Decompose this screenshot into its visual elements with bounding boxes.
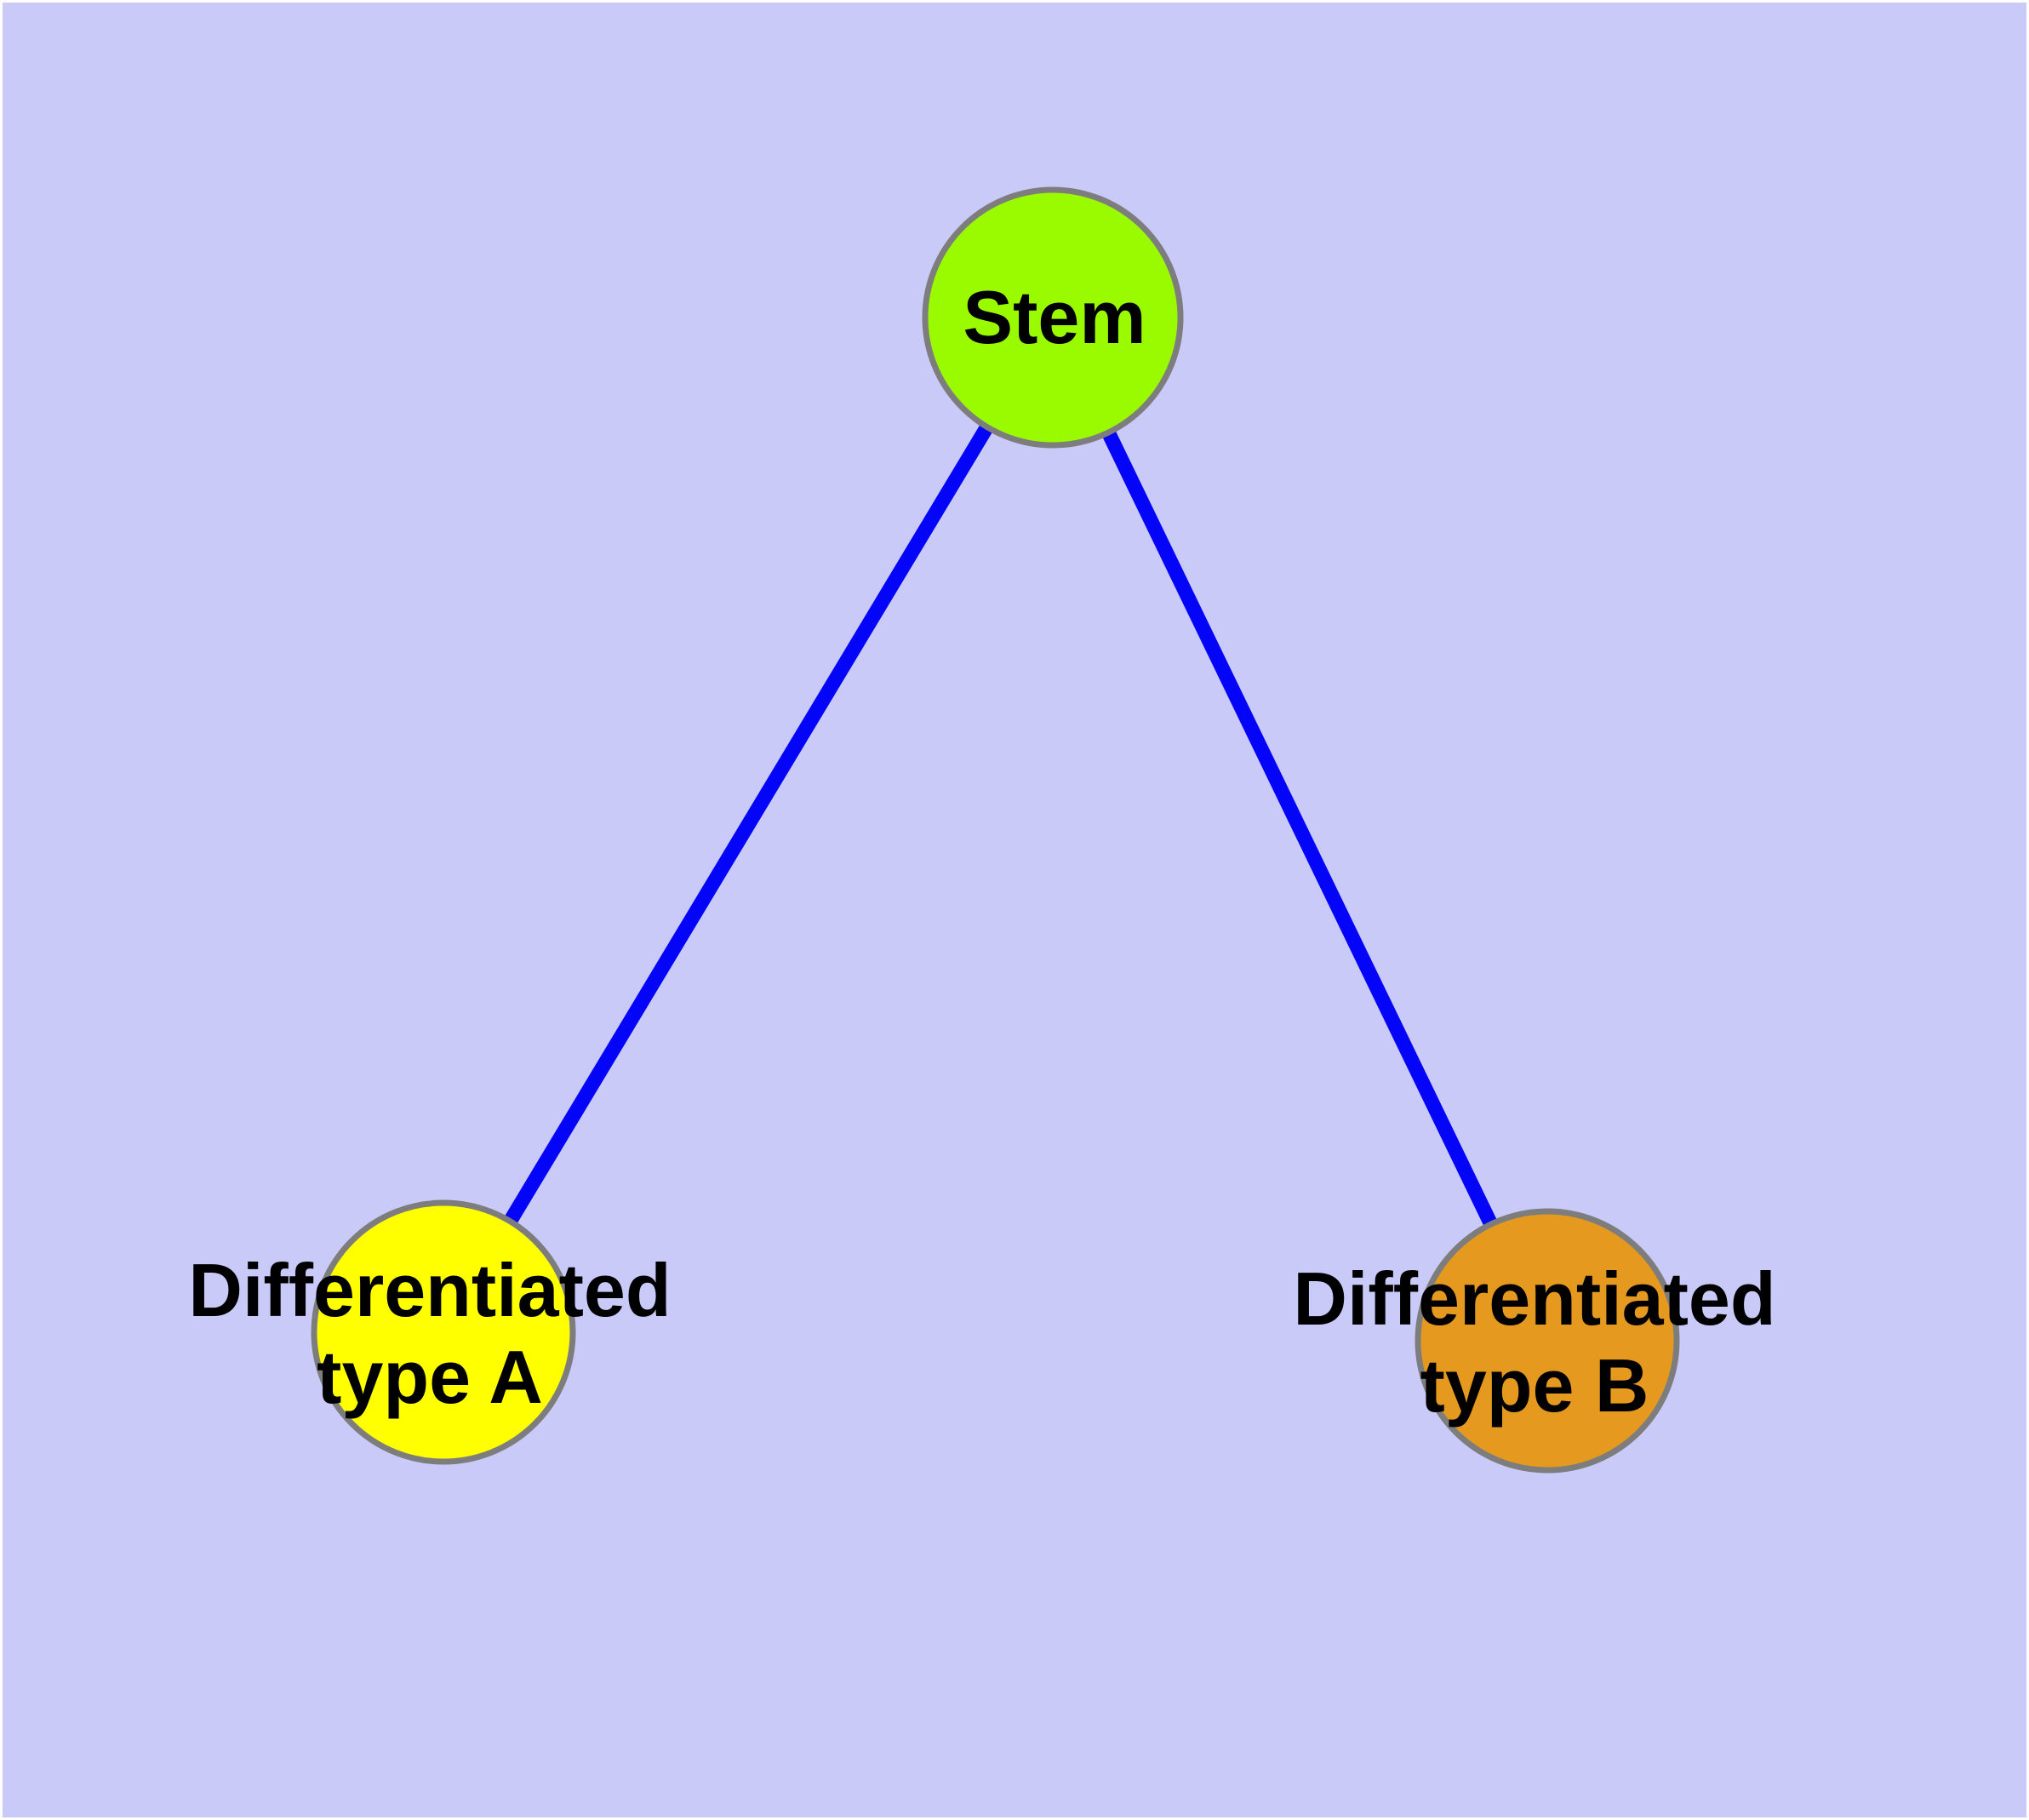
- node-label-stem-line: Stem: [963, 275, 1146, 359]
- node-stem: [922, 186, 1184, 449]
- node-label-type-a-line-2: type A: [317, 1335, 543, 1419]
- node-label-differentiated-type-a: Differentiated type A: [188, 1247, 671, 1421]
- node-differentiated-type-b: [1415, 1208, 1680, 1474]
- node-label-type-a-line-1: Differentiated: [188, 1248, 672, 1332]
- node-differentiated-type-a: [311, 1199, 576, 1465]
- node-label-differentiated-type-b: Differentiated type B: [1293, 1256, 1775, 1429]
- edge-stem-to-type-a: [437, 313, 1060, 1336]
- node-label-stem: Stem: [963, 274, 1146, 361]
- node-label-type-b-line-1: Differentiated: [1293, 1256, 1776, 1341]
- edge-stem-to-type-b: [1046, 314, 1554, 1344]
- node-label-type-b-line-2: type B: [1420, 1343, 1649, 1428]
